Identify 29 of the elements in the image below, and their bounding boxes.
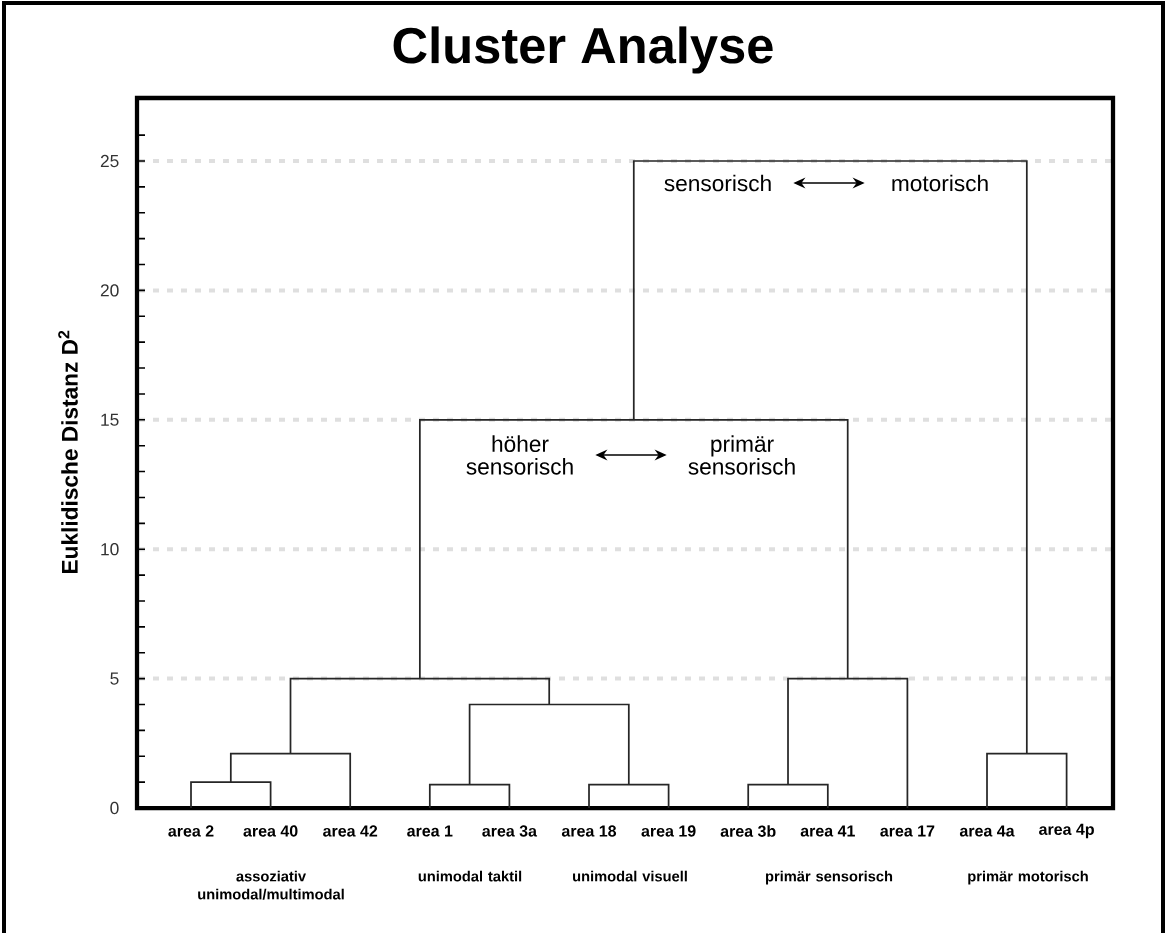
annotation-text: sensorisch [664, 174, 771, 192]
title: Cluster Analyse [393, 26, 773, 74]
leaf-label: area 1 [407, 825, 453, 837]
tick-label: 10 [101, 543, 119, 556]
tick-label: 5 [110, 672, 119, 685]
tick-label: 15 [101, 413, 119, 426]
leaf-label: area 3b [720, 825, 776, 837]
leaf-label: area 17 [880, 825, 935, 837]
group-label: unimodal visuell [573, 870, 687, 882]
tick-label: 20 [100, 284, 119, 297]
axis-title: Euklidische Distanz D$^{2}$ [58, 330, 78, 573]
leaf-label: area 40 [243, 825, 298, 837]
tick-label: 25 [100, 154, 119, 168]
leaf-label: area 18 [561, 825, 617, 837]
leaf-label: area 2 [168, 825, 214, 837]
leaf-label: area 41 [800, 825, 855, 837]
leaf-label: area 4a [959, 825, 1015, 837]
annotation-text: primär sensorisch [688, 435, 795, 475]
group-label: assoziativ unimodal/multimodal [198, 870, 344, 900]
group-label: primär sensorisch [766, 870, 893, 885]
annotation-text: höher sensorisch [466, 435, 573, 475]
annotation-text: motorisch [892, 174, 988, 192]
group-label: primär motorisch [968, 870, 1088, 885]
tick-label: 0 [110, 801, 119, 815]
leaf-label: area 19 [641, 825, 696, 837]
leaf-label: area 42 [323, 825, 378, 837]
leaf-label: area 4p [1039, 823, 1094, 839]
group-label: unimodal taktil [418, 870, 522, 882]
leaf-label: area 3a [482, 825, 538, 837]
